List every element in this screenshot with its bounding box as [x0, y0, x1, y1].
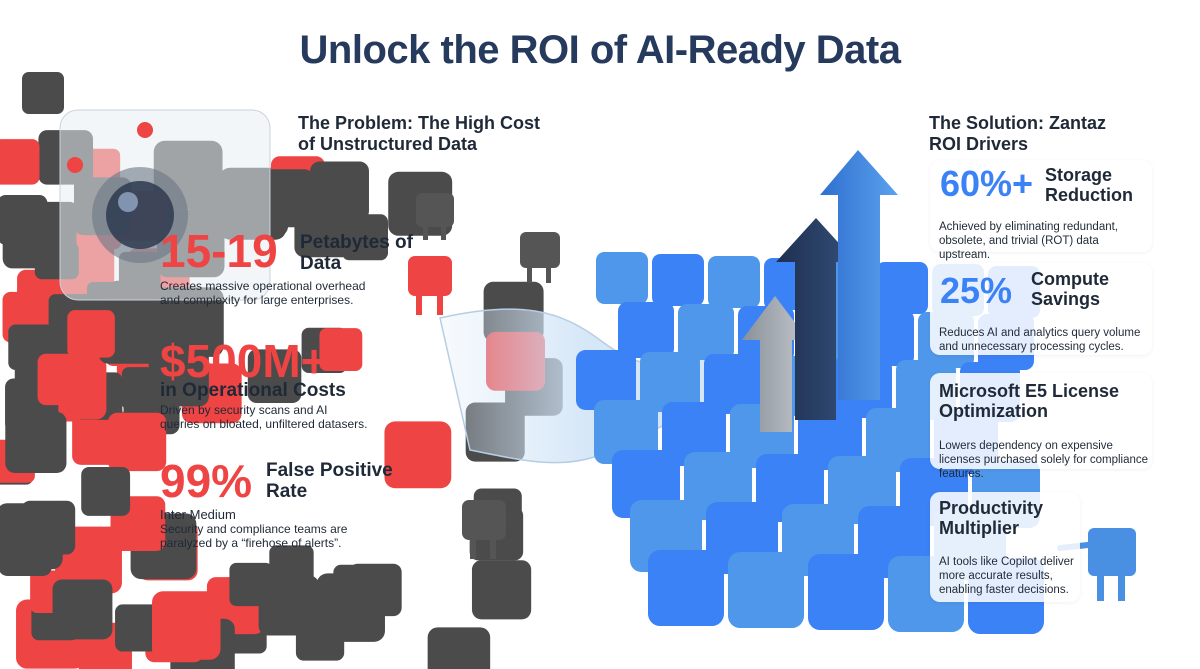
stat-label: False Positive Rate — [266, 460, 393, 502]
blue-cube — [704, 354, 764, 414]
red-cube — [384, 421, 452, 489]
blue-cube — [618, 302, 674, 358]
dark-cube — [121, 367, 165, 410]
dark-cube — [0, 503, 63, 570]
stat-false-positive: 99% False Positive Rate Inter Medium Sec… — [160, 458, 420, 558]
solution-heading: The Solution: Zantaz ROI Drivers — [929, 113, 1106, 154]
dark-cube — [52, 579, 113, 640]
dark-cube — [349, 563, 402, 617]
stat-label: Petabytes of Data — [300, 232, 413, 274]
blue-cube — [808, 554, 884, 630]
stat-sublabel: Inter Medium — [160, 507, 236, 522]
dark-cube — [115, 604, 163, 652]
blue-cube — [876, 262, 928, 314]
red-cube — [67, 310, 115, 358]
blue-cube — [640, 352, 700, 412]
dark-cube — [427, 627, 491, 669]
red-cube — [152, 591, 221, 660]
stat-petabytes: 15-19 Petabytes of Data Creates massive … — [160, 228, 420, 308]
dark-cube — [258, 575, 319, 636]
blue-cube — [576, 350, 636, 410]
red-cube — [319, 328, 363, 372]
driver-label: Microsoft E5 License Optimization — [939, 381, 1120, 421]
stat-description: Driven by security scans and AI queries … — [160, 403, 368, 431]
cube-mascot-icon — [520, 232, 560, 283]
driver-card-storage: 60%+ Storage Reduction Achieved by elimi… — [930, 160, 1152, 261]
blue-cube — [596, 252, 648, 304]
problem-heading: The Problem: The High Cost of Unstructur… — [298, 113, 541, 154]
up-arrow-icon — [776, 218, 856, 420]
up-arrow-icon — [820, 150, 898, 400]
cube-mascot-icon — [416, 193, 454, 240]
red-cube — [107, 412, 167, 472]
driver-label: Compute Savings — [1031, 269, 1109, 309]
stat-number: 15-19 — [160, 225, 278, 277]
blue-cube — [648, 550, 724, 626]
driver-card-compute: 25% Compute Savings Reduces AI and analy… — [930, 263, 1152, 355]
driver-description: Reduces AI and analytics query volume an… — [939, 327, 1141, 353]
dark-cube — [310, 161, 369, 221]
camera-icon — [59, 109, 271, 301]
cube-mascot-icon — [408, 256, 452, 315]
blue-cube — [728, 552, 804, 628]
stat-number: 99% — [160, 455, 253, 507]
driver-label: Storage Reduction — [1045, 165, 1133, 205]
dark-cube — [0, 195, 48, 245]
driver-card-productivity: Productivity Multiplier AI tools like Co… — [930, 492, 1080, 602]
cube-mascot-icon — [462, 500, 506, 559]
blue-cube — [798, 406, 862, 470]
dark-cube — [81, 467, 131, 516]
blue-cube — [662, 402, 726, 466]
stat-operational-costs: $500M+ in Operational Costs Driven by se… — [160, 335, 420, 431]
red-cube — [37, 353, 89, 406]
blue-cube — [594, 400, 658, 464]
driver-number: 25% — [940, 270, 1013, 311]
driver-description: Lowers dependency on expensive licenses … — [939, 440, 1149, 480]
driver-description: Achieved by eliminating redundant, obsol… — [939, 221, 1119, 261]
stat-description: Creates massive operational overhead and… — [160, 279, 366, 307]
stat-description: Security and compliance teams are paraly… — [160, 522, 348, 550]
blue-cube — [678, 304, 734, 360]
dark-cube — [229, 562, 273, 607]
dark-cube — [247, 349, 302, 403]
driver-description: AI tools like Copilot deliver more accur… — [939, 556, 1074, 596]
stat-number: $500M+ — [160, 335, 328, 387]
blue-cube — [652, 254, 704, 306]
dark-cube — [471, 560, 532, 620]
page-title: Unlock the ROI of AI-Ready Data — [299, 28, 901, 72]
stat-label: in Operational Costs — [160, 380, 346, 401]
dark-cube — [154, 287, 224, 357]
dark-cube — [22, 72, 64, 114]
driver-number: 60%+ — [940, 163, 1034, 204]
red-cube — [0, 139, 40, 185]
driver-label: Productivity Multiplier — [939, 498, 1044, 538]
driver-card-license: Microsoft E5 License Optimization Lowers… — [930, 373, 1152, 480]
dark-cube — [5, 411, 67, 474]
blue-cube — [708, 256, 760, 308]
up-arrow-icon — [742, 296, 808, 432]
